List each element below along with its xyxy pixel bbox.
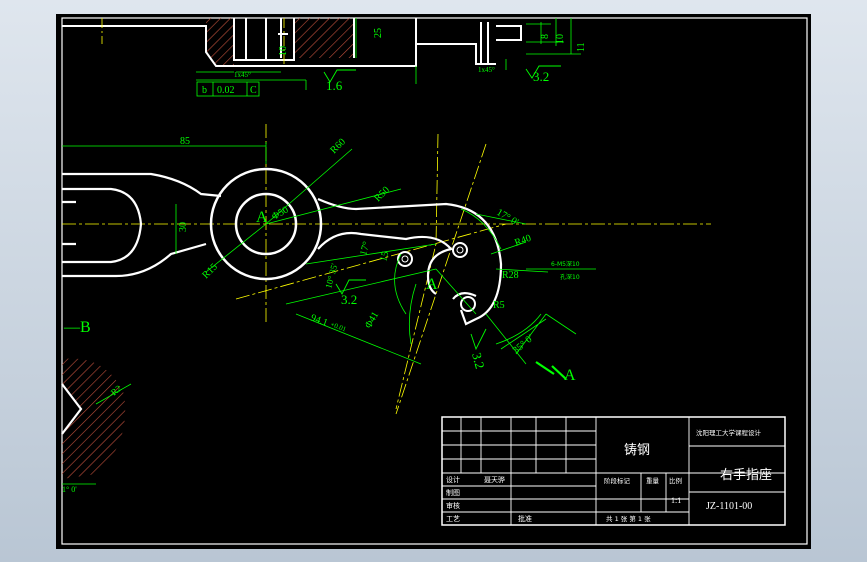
top-view-outline <box>62 18 522 67</box>
dim-8-label: 8 <box>540 34 551 39</box>
dim-94-tol-label: +0.01 <box>329 320 347 333</box>
cad-drawing: 1x45° 1x45° 10 25 8 10 11 b 0.02 C 1.6 3… <box>61 17 808 545</box>
drawing-number-text: JZ-1101-00 <box>706 501 752 512</box>
designer-name: 聂天骅 <box>484 475 505 484</box>
cad-viewport[interactable]: 1x45° 1x45° 10 25 8 10 11 b 0.02 C 1.6 3… <box>56 14 811 549</box>
dim-10b-label: 10 <box>555 34 566 44</box>
chamfer-left-label: 1x45° <box>234 71 251 79</box>
dim-r3-2-label: 3.2 <box>341 292 357 307</box>
dim-r15-label: R15 <box>200 262 220 282</box>
chamfer-right-label: 1x45° <box>478 66 495 74</box>
pin-hole-2 <box>452 242 468 258</box>
title-block-grid <box>442 417 785 525</box>
dim-10-label: 10 <box>278 46 289 56</box>
roughness-2-label: 3.2 <box>533 69 549 84</box>
dim-r40-label: R40 <box>513 233 532 249</box>
top-view-hatch-left <box>136 18 234 66</box>
tolerance-value: 0.02 <box>217 85 235 96</box>
section-b-angle: 1° 0' <box>62 485 77 494</box>
school-text: 沈阳理工大学课程设计 <box>696 428 762 437</box>
top-view: 1x45° 1x45° 10 25 8 10 11 b 0.02 C 1.6 3… <box>62 18 587 97</box>
main-center-lines <box>62 124 711 415</box>
pin-hole-2-inner <box>456 246 464 254</box>
main-dimension-lines <box>62 142 596 365</box>
dim-phi41-label: Φ41 <box>363 310 381 330</box>
arm-outline <box>62 172 222 278</box>
dim-r60-label: R60 <box>328 137 348 157</box>
pin-hole-1-inner <box>401 255 409 263</box>
part-name-text: 右手指座 <box>720 468 772 483</box>
dim-30-label: 30 <box>178 222 189 232</box>
section-b-dims <box>62 383 132 485</box>
roughness-symbol-4 <box>470 328 487 351</box>
dim-94-label: 94.1 <box>309 312 329 328</box>
dim-r3-2b-label: 3.2 <box>469 351 488 371</box>
section-b-hatch <box>62 358 126 479</box>
hole-note-1: 6-M5深10 <box>551 260 580 268</box>
roughness-symbol-2 <box>525 65 561 79</box>
roughness-symbol-1 <box>323 69 356 83</box>
sheet-info: 共 1 张 第 1 张 <box>606 514 651 523</box>
section-view-b: —B R2 1° 0' <box>61 319 132 494</box>
pin-hole-1 <box>397 251 413 267</box>
finger-outline <box>317 197 503 326</box>
pin-hole-3 <box>460 296 476 312</box>
dim-r5-label: R5 <box>493 300 505 311</box>
dim-17deg-label: 17° <box>358 240 372 256</box>
scale-value: 1:1 <box>671 496 681 505</box>
view-label-a: A <box>256 209 268 226</box>
roughness-1-label: 1.6 <box>326 78 343 93</box>
dim-25-label: 25 <box>373 28 384 38</box>
boss-outer <box>209 167 323 281</box>
section-b-label: —B <box>63 319 91 336</box>
section-b-outline <box>61 383 83 435</box>
boss-bore <box>234 192 298 256</box>
dim-11-label: 11 <box>576 42 587 52</box>
dim-85-label: 85 <box>180 136 190 147</box>
dim-phi50-label: Φ50 <box>270 204 290 222</box>
hole-note-2: 孔深10 <box>560 273 580 281</box>
tolerance-datum: C <box>250 85 257 96</box>
title-block: 铸钢 沈阳理工大学课程设计 右手指座 JZ-1101-00 设计 聂天骅 制图 … <box>441 416 786 526</box>
geometric-tolerance-frame: b 0.02 C <box>196 81 260 97</box>
main-view: 85 R60 R50 30 Φ50 R15 17° 15 10° 35' 3.2… <box>62 124 711 415</box>
designer-label: 设计 <box>446 475 460 484</box>
view-label-a2: A <box>426 276 438 293</box>
scale-label: 比例 <box>669 476 682 485</box>
drawing-frame <box>61 17 808 545</box>
section-label-a-marker: A <box>564 367 576 384</box>
angle-arcs <box>394 208 542 345</box>
tolerance-symbol: b <box>202 85 207 96</box>
dim-r50-label: R50 <box>372 185 392 205</box>
dim-15-label: 15 <box>378 250 391 263</box>
top-view-dimension-lines <box>196 18 581 90</box>
checker-label: 审核 <box>446 501 460 510</box>
drafter-label: 制图 <box>446 488 460 497</box>
approve-label: 批准 <box>518 514 532 523</box>
weight-label: 重量 <box>646 477 660 485</box>
top-view-center-lines <box>101 18 285 66</box>
dim-17deg0-label: 17° 0' <box>495 207 521 228</box>
dim-r28-label: R28 <box>502 270 519 281</box>
roughness-symbol-3 <box>335 279 366 295</box>
material-text: 铸钢 <box>624 442 650 458</box>
section-cut-marker <box>535 361 567 380</box>
process-label: 工艺 <box>446 515 460 523</box>
top-view-hatch-right <box>294 18 354 58</box>
stage-label: 阶段标记 <box>604 476 631 485</box>
